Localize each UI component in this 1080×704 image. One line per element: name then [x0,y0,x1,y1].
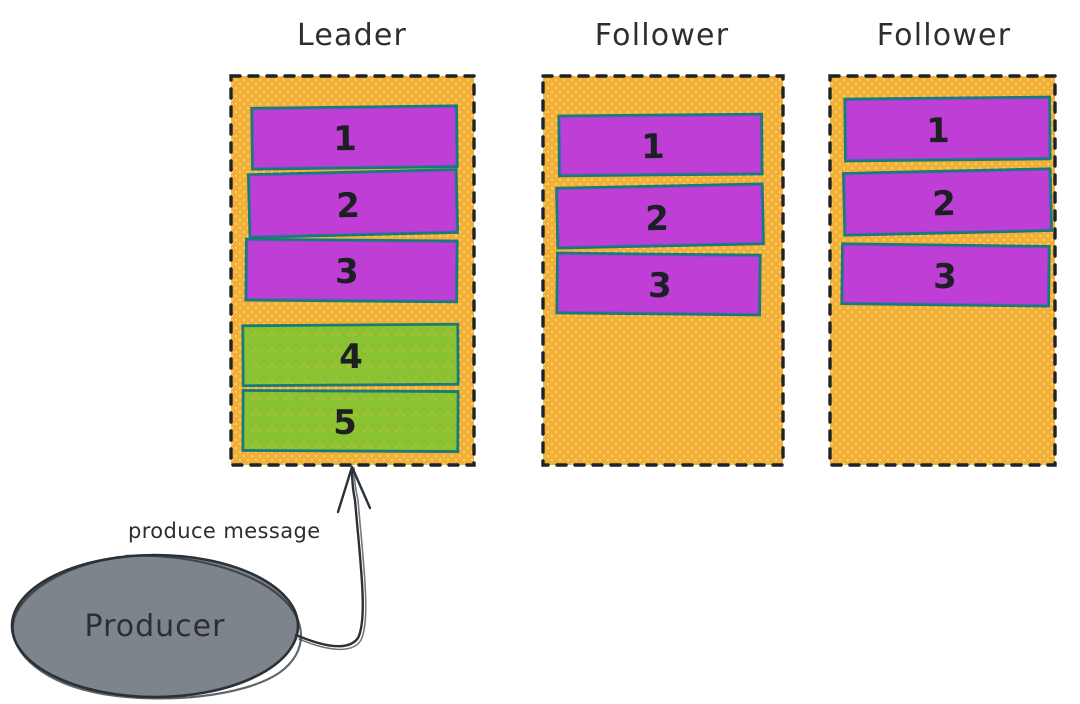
message-3-label: 3 [335,252,359,292]
actor-producer[interactable]: Producer [10,553,302,700]
actor-producer-label: Producer [85,609,226,644]
node-follower-2[interactable]: Follower 1 2 3 [828,18,1057,467]
message-1[interactable]: 1 [557,112,764,178]
message-1-label: 1 [333,119,357,159]
message-2-label: 2 [645,199,670,239]
message-1[interactable]: 1 [843,95,1052,163]
message-2-label: 2 [336,186,361,227]
message-3[interactable]: 3 [244,237,459,304]
message-1-label: 1 [926,111,950,151]
message-2-label: 2 [932,184,957,225]
message-3[interactable]: 3 [555,251,762,317]
message-3-label: 3 [648,266,672,306]
edge-produce-message-label: produce message [128,519,321,543]
node-follower-1[interactable]: Follower 1 2 3 [541,18,785,467]
message-3-label: 3 [933,257,957,297]
message-5-label: 5 [333,403,357,443]
message-2[interactable]: 2 [555,182,765,250]
message-1[interactable]: 1 [250,104,459,171]
message-3[interactable]: 3 [840,242,1051,308]
node-follower-1-title: Follower [595,18,730,53]
message-4[interactable]: 4 [241,322,460,388]
node-leader-title: Leader [297,18,407,53]
message-1-label: 1 [641,127,665,167]
edge-produce-message[interactable]: produce message [128,465,372,651]
node-follower-2-title: Follower [877,18,1012,53]
message-2[interactable]: 2 [841,167,1054,237]
node-leader[interactable]: Leader 1 2 3 4 5 [229,18,476,467]
message-4-label: 4 [339,337,363,377]
message-2[interactable]: 2 [246,168,460,239]
message-5[interactable]: 5 [241,389,460,453]
